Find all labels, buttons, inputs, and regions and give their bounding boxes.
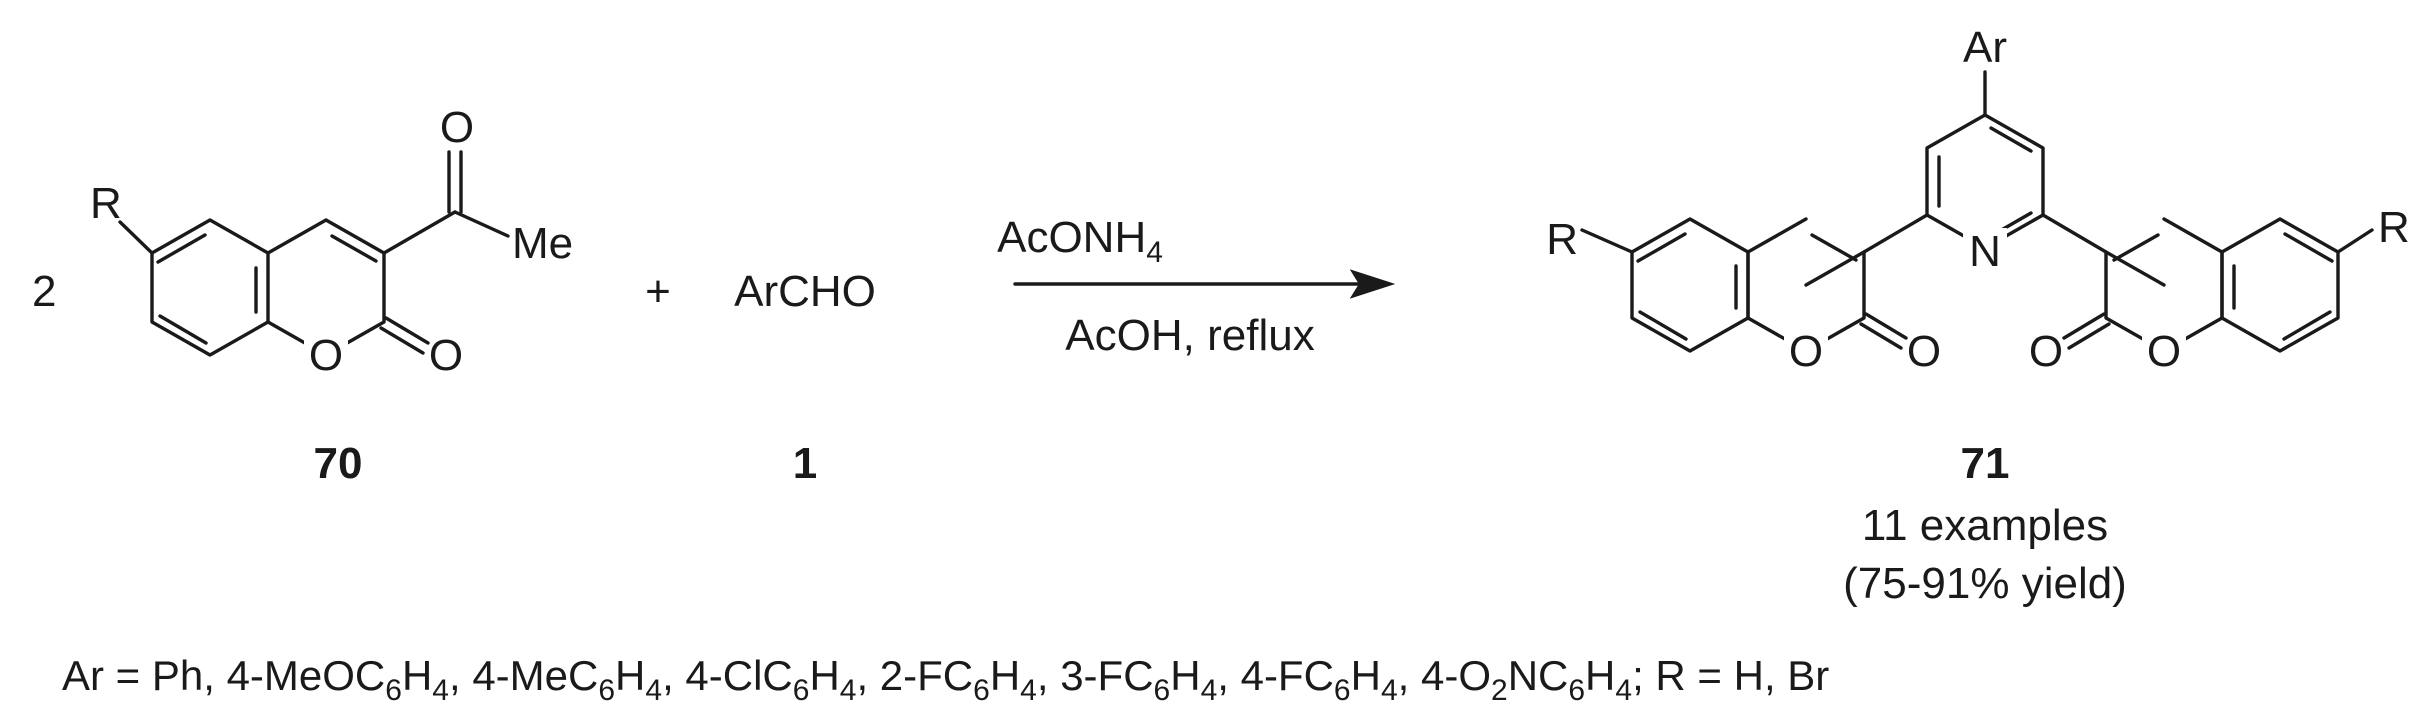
product-right-carbonyl-oxygen: O (2029, 327, 2063, 376)
product-pyridine-nitrogen: N (1969, 227, 2001, 276)
product-right-co-bond-b (2067, 322, 2111, 350)
product-right-r-bond (2336, 228, 2374, 254)
product-left-co-bond-a (1864, 312, 1908, 340)
product-pyridine-n-mask (1963, 228, 2007, 274)
reactant-70-methyl-label: Me (512, 219, 573, 268)
reactant-70-co-bond-a (384, 316, 430, 345)
reactant-70-carbonyl-oxygen: O (429, 331, 463, 380)
product-right-benzene-double-3 (2282, 310, 2332, 341)
reagent-label: AcONH4 (997, 213, 1163, 269)
product-right-benzene-ring (2220, 217, 2340, 353)
product-right-ring-oxygen: O (2147, 327, 2181, 376)
product-71-structure: Ar N R O O (1546, 23, 2410, 608)
product-examples: 11 examples (1862, 501, 2108, 550)
reactant-1-number: 1 (793, 439, 817, 488)
plus-sign: + (645, 267, 671, 316)
product-left-r-label: R (1546, 215, 1578, 264)
product-71-number: 71 (1961, 439, 2010, 488)
product-left-ring-oxygen: O (1789, 327, 1823, 376)
reactant-70-ring-oxygen: O (309, 331, 343, 380)
reactant-coefficient: 2 (32, 267, 56, 316)
reactant-70-number: 70 (314, 439, 363, 488)
reactant-1: ArCHO 1 (734, 267, 876, 488)
reactant-70-methyl-bond (453, 210, 510, 238)
reactant-70-acetyl-bond (382, 210, 457, 255)
product-right-c3c4-double (2112, 233, 2160, 262)
product-pyridine-double-2 (1989, 126, 2033, 153)
product-left-co-bond-b (1859, 322, 1903, 350)
product-left-benzene-double-3 (1638, 310, 1688, 341)
reactant-70-ring-o-mask (304, 330, 348, 378)
product-left-linkage-bond (1862, 213, 1929, 254)
product-right-ring-o-mask (2142, 326, 2186, 374)
reactant-70-benzene-double-1 (156, 233, 207, 264)
solvent-label: AcOH, reflux (1065, 311, 1314, 360)
reactant-70-structure: 2 R O O O Me 70 (32, 103, 573, 488)
reactant-70-c3c4-double (330, 234, 378, 263)
substituent-legend: Ar = Ph, 4-MeOC6H4, 4-MeC6H4, 4-ClC6H4, … (62, 652, 1829, 707)
product-left-benzene-ring (1630, 217, 1750, 353)
product-right-co-bond-a (2062, 312, 2106, 340)
reactant-70-co-bond-b (379, 326, 425, 355)
reactant-70-benzene-double-3 (158, 314, 208, 345)
product-left-benzene-double-1 (1636, 232, 1687, 263)
product-left-carbonyl-oxygen: O (1907, 327, 1941, 376)
product-left-c3c4-double (1810, 233, 1858, 262)
product-aryl-label: Ar (1963, 23, 2007, 72)
reactant-1-formula: ArCHO (734, 267, 876, 316)
reaction-arrow-group: AcONH4 AcOH, reflux (997, 213, 1396, 360)
product-right-linkage-bond (2041, 213, 2108, 254)
reactant-70-r-bond (118, 220, 154, 255)
product-right-benzene-double-1 (2283, 232, 2334, 263)
reactant-70-benzene-ring (150, 218, 270, 357)
product-left-r-bond (1580, 228, 1634, 254)
reaction-arrow-head (1349, 269, 1396, 299)
reactant-70-acetyl-oxygen: O (440, 103, 474, 152)
product-yield: (75-91% yield) (1843, 559, 2127, 608)
product-left-ring-o-mask (1784, 326, 1828, 374)
reactant-70-r-label: R (90, 179, 122, 228)
product-right-r-label: R (2378, 203, 2410, 252)
